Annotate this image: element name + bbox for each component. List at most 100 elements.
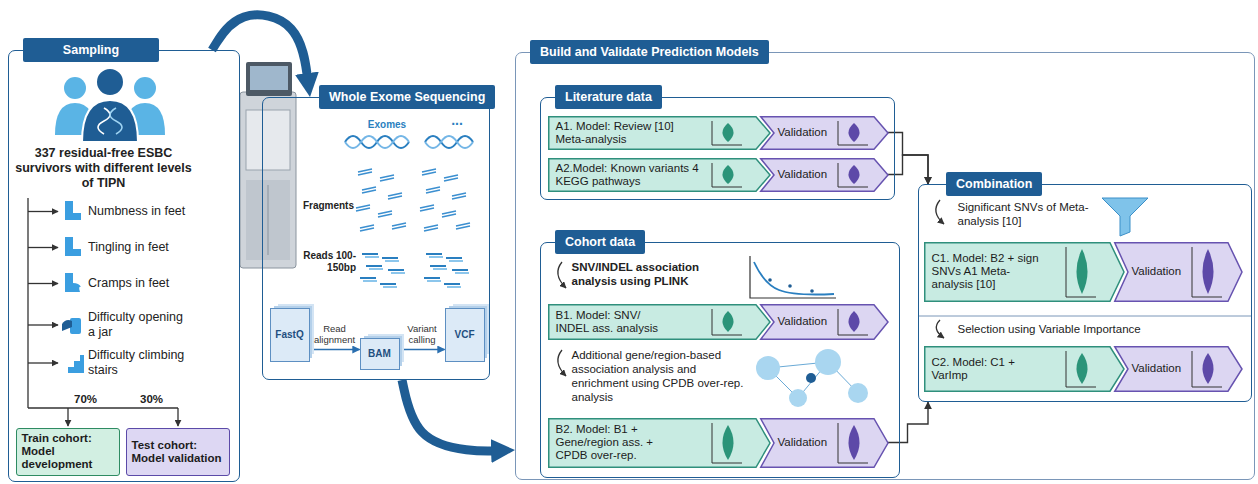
graphic-part [444, 175, 458, 181]
graphic-part [28, 211, 58, 212]
graphic-part [388, 269, 404, 271]
graphic-part [369, 268, 383, 270]
graphic-part [360, 225, 374, 231]
graphic-part [420, 205, 434, 211]
cohort-label: Test cohort: Model validation [127, 439, 228, 465]
combination-panel: C1. Model: B2 + sign SNVs A1 Meta-analys… [918, 184, 1252, 402]
validation-label: Validation [778, 126, 842, 139]
graphic-part [712, 309, 742, 335]
train-cohort-box: Train cohort: Model development [16, 428, 120, 476]
graphic-part [422, 169, 436, 175]
chart-icon [838, 121, 868, 145]
edge-label: Read alignment [311, 323, 359, 345]
chart-icon [712, 121, 742, 145]
step-note: SNV/INDEL association analysis using PLI… [572, 260, 737, 288]
chevron-outline [760, 418, 887, 467]
chevron-outline [548, 158, 769, 191]
graphic-part [1192, 351, 1222, 387]
graphic-part [449, 260, 463, 262]
stage-label: Reads 100-150bp [294, 250, 356, 274]
graphic-part [391, 272, 405, 274]
graphic-part [789, 389, 807, 407]
panel-title: Literature data [555, 85, 662, 109]
validation-chevron: Validation [1114, 346, 1242, 392]
graphic-part [268, 185, 269, 255]
graphic-part [1066, 247, 1096, 297]
graphic-part [365, 256, 379, 258]
graphic-part [848, 123, 859, 142]
graphic-part [427, 280, 441, 282]
file-box: VCF [445, 308, 485, 362]
graphic-part [426, 253, 442, 255]
model-label: A1. Model: Review [10] Meta-analysis [556, 120, 706, 146]
graphic-part [838, 309, 868, 335]
graphic-part [788, 284, 792, 288]
graphic-part [65, 237, 81, 256]
chart-icon [712, 163, 742, 187]
graphic-part [378, 211, 392, 217]
test-cohort-box: Test cohort: Model validation [126, 428, 230, 476]
graphic-part [712, 423, 742, 463]
cohort-label: Train cohort: Model development [17, 432, 118, 471]
chart-icon [1066, 351, 1096, 387]
graphic-part [134, 77, 156, 99]
edge-label: Variant calling [400, 323, 444, 345]
graphic-part [848, 311, 859, 332]
graphic-part [382, 257, 398, 259]
funnel-icon [1102, 198, 1148, 236]
divider-line [919, 316, 1251, 317]
model-chevron: B2. Model: B1 + Gene/region ass. + CPDB … [548, 418, 770, 468]
chart-icon [712, 423, 742, 463]
cohort-panel: B1. Model: SNV/ INDEL ass. analysisValid… [540, 242, 900, 478]
symptom-label: Difficulty climbing stairs [88, 348, 188, 378]
panel-title: Whole Exome Sequencing [319, 85, 495, 109]
validation-label: Validation [778, 436, 842, 449]
graphic-part [838, 121, 868, 145]
graphic-part [64, 77, 86, 99]
graphic-part [65, 201, 81, 220]
model-label: B2. Model: B1 + Gene/region ass. + CPDB … [556, 423, 671, 462]
file-box: BAM [360, 338, 400, 370]
graphic-part [388, 193, 402, 199]
validation-label: Validation [778, 168, 842, 181]
chevron-outline [1114, 346, 1241, 391]
connector-arrow [888, 133, 929, 185]
graphic-part [810, 289, 814, 293]
graphic-part [28, 324, 58, 325]
model-chevron: B1. Model: SNV/ INDEL ass. analysis [548, 304, 770, 340]
graphic-part [28, 283, 58, 284]
graphic-part [558, 350, 566, 376]
panel-title: Build and Validate Prediction Models [530, 40, 769, 64]
graphic-part [177, 408, 178, 426]
model-chevron: A1. Model: Review [10] Meta-analysis [548, 116, 770, 150]
graphic-part [712, 163, 742, 187]
graphic-part [806, 373, 816, 383]
graphic-part [456, 223, 470, 229]
graphic-part [430, 265, 446, 267]
graphic-part [380, 283, 396, 285]
fragments [356, 169, 470, 287]
graphic-part [358, 169, 372, 175]
graphic-part [848, 425, 859, 460]
graphic-part [455, 272, 469, 274]
sequencing-panel: FastQBAMVCFWhole Exome Sequencing [262, 97, 490, 380]
plink-plot [750, 256, 836, 298]
panel-title: Cohort data [555, 230, 645, 254]
graphic-part [65, 273, 81, 292]
model-label: A2.Model: Known variants 4 KEGG pathways [556, 162, 706, 188]
chevron-outline [548, 116, 769, 149]
graphic-part [754, 262, 834, 295]
graphic-part [444, 283, 460, 285]
graphic-part [110, 108, 122, 134]
graphic-part [28, 407, 178, 408]
graphic-part [240, 92, 296, 268]
split-percent: 70% [74, 392, 108, 407]
graphic-part [362, 187, 376, 193]
file-box: FastQ [270, 308, 310, 362]
graphic-part [424, 277, 440, 279]
connector-arrow [310, 349, 360, 351]
graphic-part [936, 200, 944, 224]
chevron-outline [760, 116, 887, 149]
graphic-part [1076, 353, 1087, 384]
